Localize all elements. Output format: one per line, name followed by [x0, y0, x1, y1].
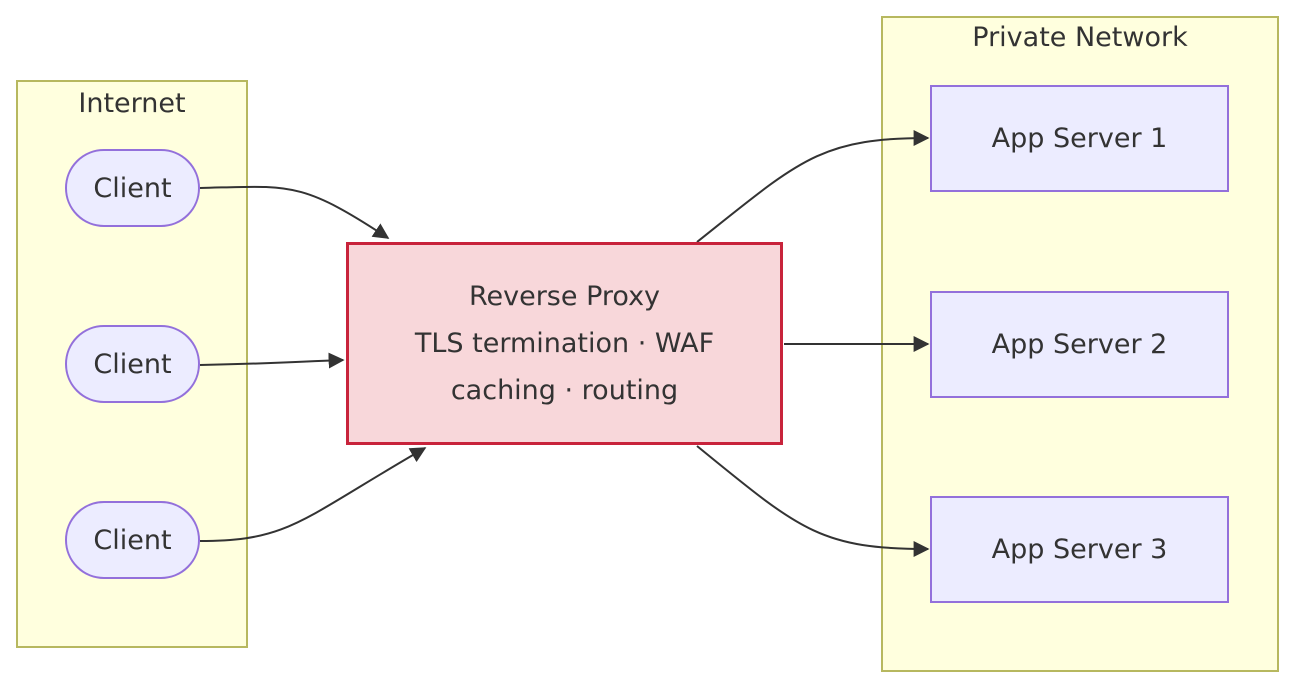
client-node-label: Client — [93, 172, 172, 204]
client-node-label: Client — [93, 348, 172, 380]
client-node-3: Client — [65, 501, 200, 579]
private-network-cluster-title: Private Network — [972, 22, 1188, 53]
app-server-node-2: App Server 2 — [930, 291, 1229, 398]
reverse-proxy-node: Reverse Proxy TLS termination · WAF cach… — [346, 242, 783, 445]
proxy-features-line-2: caching · routing — [450, 375, 679, 406]
app-server-label: App Server 1 — [991, 123, 1168, 154]
proxy-title: Reverse Proxy — [468, 281, 661, 312]
internet-cluster-title: Internet — [78, 88, 186, 119]
app-server-label: App Server 2 — [991, 329, 1168, 360]
client-node-1: Client — [65, 149, 200, 227]
client-node-label: Client — [93, 524, 172, 556]
app-server-label: App Server 3 — [991, 534, 1168, 565]
app-server-node-1: App Server 1 — [930, 85, 1229, 192]
client-node-2: Client — [65, 325, 200, 403]
app-server-node-3: App Server 3 — [930, 496, 1229, 603]
proxy-features-line-1: TLS termination · WAF — [414, 328, 715, 359]
